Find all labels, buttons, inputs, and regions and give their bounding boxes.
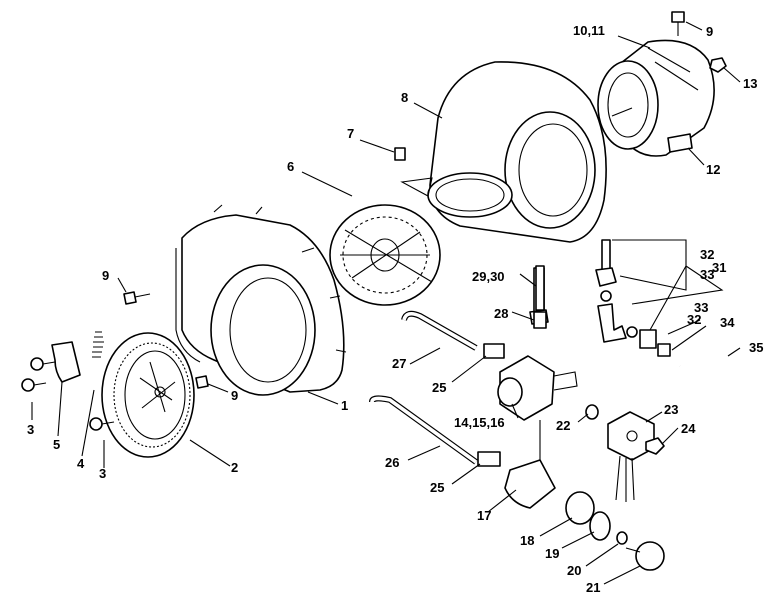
callout-33-bottom: 33 <box>694 300 708 315</box>
fuel-pump <box>497 267 665 571</box>
callout-34: 34 <box>720 315 735 330</box>
callout-20: 20 <box>567 563 581 578</box>
callout-28: 28 <box>494 306 508 321</box>
callout-1: 1 <box>341 398 348 413</box>
callout-22: 22 <box>556 418 570 433</box>
callout-33-top: 33 <box>700 267 714 282</box>
front-cover <box>101 332 195 458</box>
fuel-lines <box>369 265 547 467</box>
callout-9-right: 9 <box>231 388 238 403</box>
callout-4: 4 <box>77 456 85 471</box>
callout-35: 35 <box>749 340 763 355</box>
callout-32-bottom: 32 <box>687 312 701 327</box>
callout-12: 12 <box>706 162 720 177</box>
callout-labels: 1 2 3 3 4 5 6 7 8 9 9 9 10,11 12 13 14,1… <box>27 23 763 595</box>
rear-housing <box>400 61 607 243</box>
callout-18: 18 <box>520 533 534 548</box>
front-housing <box>175 204 347 396</box>
callout-19: 19 <box>545 546 559 561</box>
callout-27: 27 <box>392 356 406 371</box>
callout-29-30: 29,30 <box>472 269 505 284</box>
callout-23: 23 <box>664 402 678 417</box>
callout-3-left: 3 <box>27 422 34 437</box>
callout-8: 8 <box>401 90 408 105</box>
callout-17: 17 <box>477 508 491 523</box>
callout-7: 7 <box>347 126 354 141</box>
callout-25-upper: 25 <box>432 380 446 395</box>
callout-32-top: 32 <box>700 247 714 262</box>
callout-2: 2 <box>231 460 238 475</box>
callout-31: 31 <box>712 260 726 275</box>
callout-13: 13 <box>743 76 757 91</box>
callout-5: 5 <box>53 437 60 452</box>
callout-25-lower: 25 <box>430 480 444 495</box>
solenoid <box>607 411 665 502</box>
callout-6: 6 <box>287 159 294 174</box>
callout-9-top: 9 <box>706 24 713 39</box>
callout-3-right: 3 <box>99 466 106 481</box>
callout-24: 24 <box>681 421 696 436</box>
callout-9-left: 9 <box>102 268 109 283</box>
callout-26: 26 <box>385 455 399 470</box>
callout-10-11: 10,11 <box>573 23 605 38</box>
fuel-fittings <box>595 239 759 383</box>
leader-lines <box>31 21 741 585</box>
small-parts <box>21 11 727 431</box>
callout-14-16: 14,15,16 <box>454 415 505 430</box>
motor <box>597 39 715 157</box>
callout-21: 21 <box>586 580 600 595</box>
blower-wheel <box>329 204 441 306</box>
